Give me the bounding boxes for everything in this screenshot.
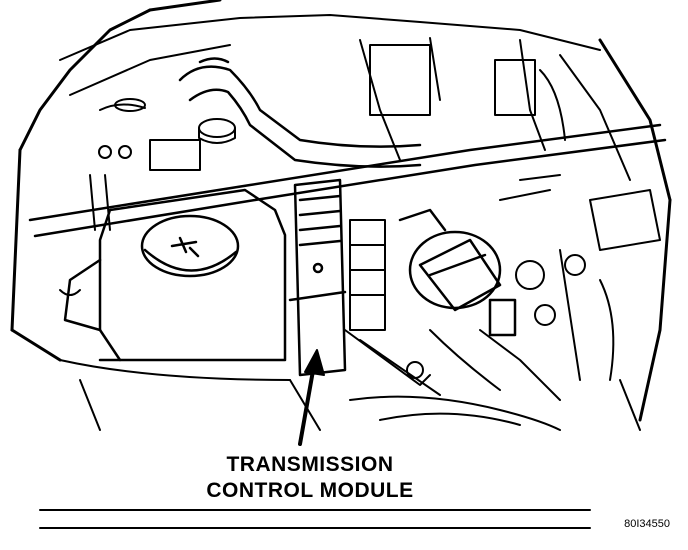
figure-id: 80I34550 — [624, 518, 670, 530]
coolant-reservoir — [63, 188, 287, 362]
mount-bracket — [344, 219, 441, 396]
callout-arrow — [298, 349, 325, 446]
callout-label-line1: TRANSMISSION — [226, 453, 394, 476]
left-fittings — [59, 98, 201, 296]
lower-structures — [59, 359, 641, 431]
bottom-rules — [39, 509, 591, 529]
firewall-structures — [59, 14, 631, 181]
transmission-control-module — [288, 178, 347, 377]
upper-hose — [178, 57, 422, 168]
right-components — [429, 174, 661, 401]
throttle-body — [398, 208, 517, 337]
radiator-cap-icon — [198, 118, 236, 144]
cross-support-bar — [28, 123, 667, 238]
hood-outline — [10, 0, 672, 422]
callout-label-line2: CONTROL MODULE — [206, 479, 414, 502]
